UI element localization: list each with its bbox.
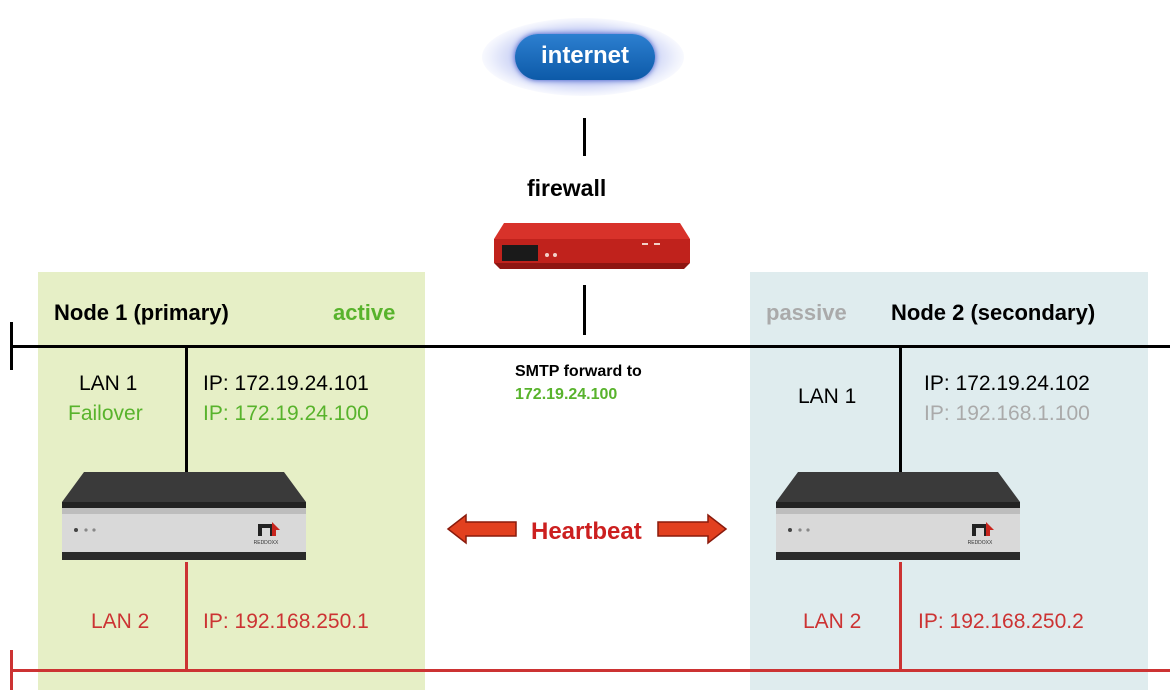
- node1-lan1-link: [185, 348, 188, 474]
- node1-lan1-ip: IP: 172.19.24.101: [203, 372, 369, 395]
- smtp-forward-ip: 172.19.24.100: [515, 386, 618, 403]
- internet-firewall-link: [583, 118, 586, 156]
- node1-lan1-label: LAN 1: [79, 372, 138, 395]
- node1-device-brand: REDDOXX: [254, 540, 279, 546]
- node2-device-brand: REDDOXX: [968, 540, 993, 546]
- node2-state: passive: [766, 300, 847, 325]
- heartbeat-left-arrow-icon: [446, 513, 517, 545]
- node1-lan2-label: LAN 2: [91, 610, 150, 633]
- heartbeat-right-arrow-icon: [657, 513, 728, 545]
- firewall-lan1-link: [583, 285, 586, 335]
- lan1-bus: [10, 345, 1170, 348]
- internet-cloud: [515, 34, 655, 80]
- node2-lan2-link: [899, 562, 902, 670]
- lan2-bus-end: [10, 650, 13, 690]
- heartbeat-label: Heartbeat: [531, 518, 642, 545]
- node1-state: active: [333, 300, 396, 325]
- node1-failover-ip: IP: 172.19.24.100: [203, 402, 369, 425]
- node2-lan2-label: LAN 2: [803, 610, 862, 633]
- smtp-forward-note: SMTP forward to 172.19.24.100: [515, 360, 642, 406]
- firewall-device-icon: [494, 223, 690, 269]
- smtp-forward-label: SMTP forward to: [515, 363, 642, 380]
- node2-title: Node 2 (secondary): [891, 300, 1096, 325]
- lan2-bus: [10, 669, 1170, 672]
- node1-failover-label: Failover: [68, 402, 143, 425]
- node1-appliance-icon: REDDOXX: [62, 472, 306, 560]
- node2-failover-ip: IP: 192.168.1.100: [924, 402, 1090, 425]
- lan1-bus-end: [10, 322, 13, 370]
- node1-lan2-link: [185, 562, 188, 670]
- node2-lan1-link: [899, 348, 902, 474]
- node1-title: Node 1 (primary): [54, 300, 229, 325]
- node2-lan1-ip: IP: 172.19.24.102: [924, 372, 1090, 395]
- internet-label: internet: [540, 42, 629, 69]
- node2-appliance-icon: REDDOXX: [776, 472, 1020, 560]
- node2-lan1-label: LAN 1: [798, 385, 857, 408]
- firewall-label: firewall: [527, 175, 607, 201]
- node1-lan2-ip: IP: 192.168.250.1: [203, 610, 369, 633]
- node2-lan2-ip: IP: 192.168.250.2: [918, 610, 1084, 633]
